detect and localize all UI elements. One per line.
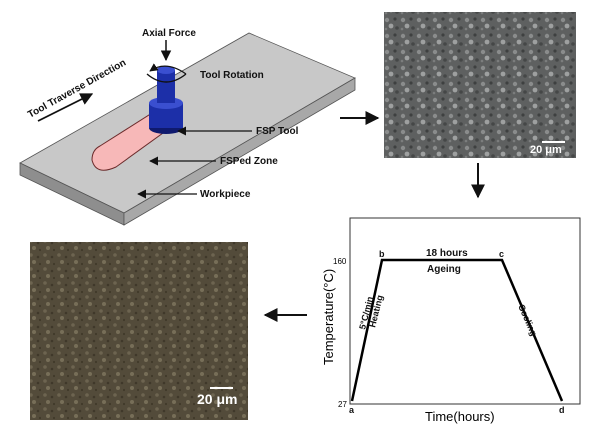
micrograph-top-image [384, 12, 576, 158]
micrograph-top: 20 μm [384, 12, 576, 158]
label-duration: 18 hours [426, 248, 468, 259]
workpiece-diagram: Axial Force Tool Rotation Tool Traverse … [19, 28, 356, 226]
scale-label-top: 20 μm [530, 144, 562, 156]
label-tool-rotation: Tool Rotation [200, 70, 264, 81]
y-tick-27: 27 [338, 400, 347, 409]
chart-frame [349, 217, 581, 405]
x-axis-label: Time(hours) [425, 409, 495, 424]
scale-label-bottom: 20 μm [197, 391, 237, 407]
label-fsp-tool: FSP Tool [256, 126, 299, 137]
rotation-arrow [146, 73, 187, 83]
ageing-chart: 160 27 a b c d 18 hours Ageing 5°C/min H… [321, 217, 581, 424]
micrograph-bottom: 20 μm [30, 242, 248, 420]
point-b: b [379, 249, 385, 259]
y-axis-label: Temperature(°C) [321, 269, 336, 365]
traverse-arrow [37, 93, 94, 122]
point-c: c [499, 249, 504, 259]
label-fsped-zone: FSPed Zone [220, 156, 278, 167]
label-stage: Ageing [427, 264, 461, 275]
workpiece-plate-side [123, 77, 356, 226]
label-workpiece: Workpiece [200, 189, 251, 200]
rotation-arrow-back [149, 63, 187, 75]
temperature-profile [350, 258, 564, 402]
point-d: d [559, 405, 565, 415]
tool-shank-top [157, 66, 175, 74]
tool-shank [157, 70, 175, 103]
micrograph-bottom-image [30, 242, 248, 420]
point-a: a [349, 405, 355, 415]
label-axial-force: Axial Force [142, 28, 196, 39]
y-tick-160: 160 [333, 257, 347, 266]
